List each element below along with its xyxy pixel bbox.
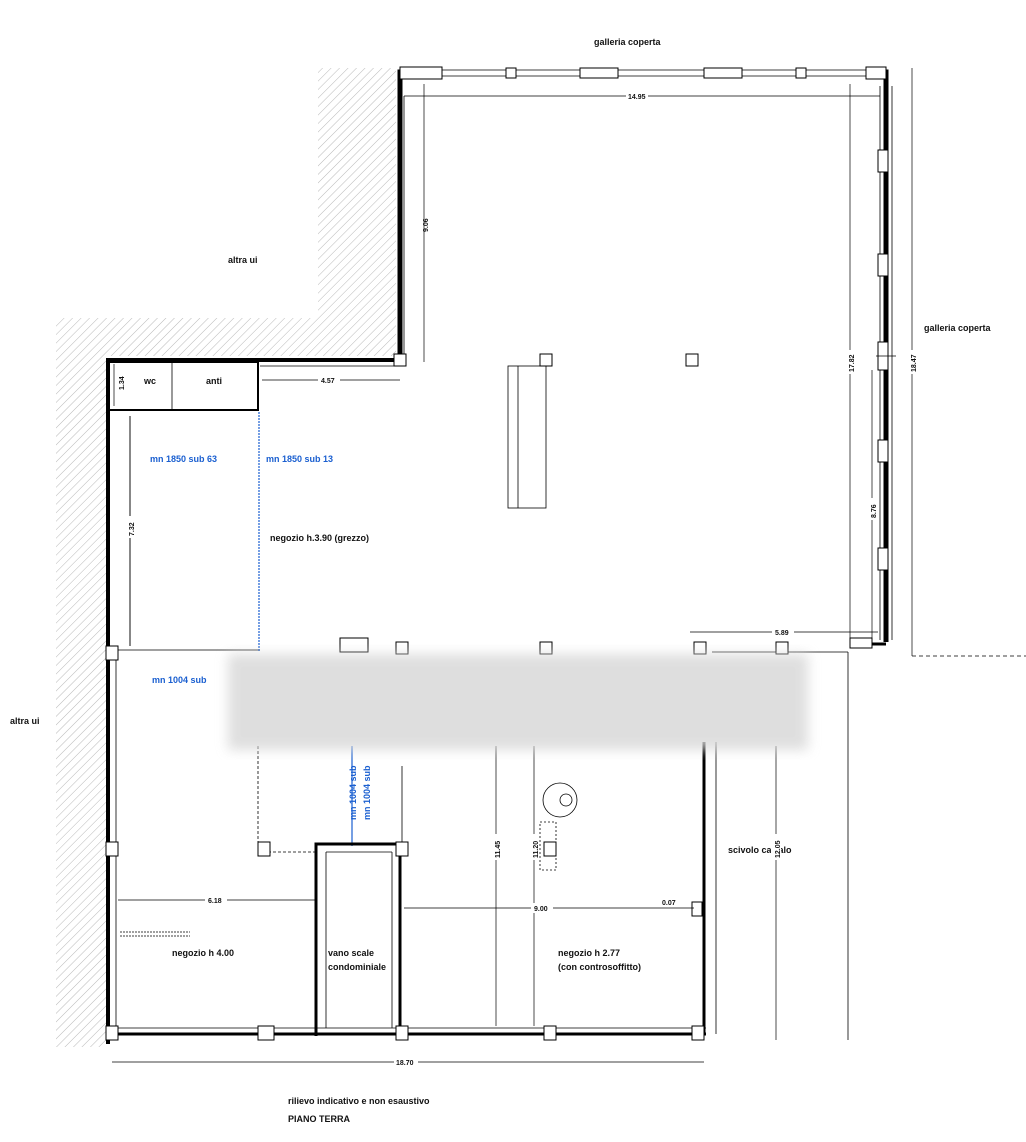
dim-9-06: 9.06 bbox=[423, 218, 430, 232]
dim-18-70: 18.70 bbox=[396, 1060, 414, 1067]
dimension-texts: 14.95 9.06 4.57 1.34 7.32 17.82 18.47 8.… bbox=[119, 90, 918, 1067]
label-footer-1: rilievo indicativo e non esaustivo bbox=[288, 1096, 430, 1106]
label-mn-1004-sub-v1: mn 1004 sub bbox=[348, 765, 358, 820]
corner-pillar bbox=[849, 637, 873, 649]
dim-1-34: 1.34 bbox=[119, 376, 126, 390]
dim-12-05: 12.05 bbox=[775, 840, 782, 858]
label-negozio-400: negozio h 4.00 bbox=[172, 948, 234, 958]
label-mn-sub13: mn 1850 sub 13 bbox=[266, 454, 333, 464]
label-negozio-grezzo: negozio h.3.90 (grezzo) bbox=[270, 533, 369, 543]
dim-17-82: 17.82 bbox=[849, 354, 856, 372]
label-altra-ui-left: altra ui bbox=[10, 716, 40, 726]
label-galleria-top: galleria coperta bbox=[594, 37, 662, 47]
dim-18-47: 18.47 bbox=[911, 354, 918, 372]
label-anti: anti bbox=[206, 376, 222, 386]
corner-pillar bbox=[399, 66, 443, 80]
label-galleria-right: galleria coperta bbox=[924, 323, 992, 333]
facade-windows bbox=[505, 67, 896, 571]
dimension-lines bbox=[112, 68, 1026, 1063]
dim-7-32: 7.32 bbox=[129, 522, 136, 536]
dim-0-07: 0.07 bbox=[662, 900, 676, 907]
label-vano-scale: vano scale bbox=[328, 948, 374, 958]
dim-9-00: 9.00 bbox=[534, 906, 548, 913]
label-mn-sub63: mn 1850 sub 63 bbox=[150, 454, 217, 464]
hatched-neighbor-area bbox=[56, 68, 396, 1047]
labels: galleria coperta galleria coperta altra … bbox=[10, 37, 992, 1124]
label-altra-ui-top: altra ui bbox=[228, 255, 258, 265]
label-footer-2: PIANO TERRA bbox=[288, 1114, 351, 1124]
label-wc: wc bbox=[143, 376, 156, 386]
dim-6-18: 6.18 bbox=[208, 898, 222, 905]
label-condominiale: condominiale bbox=[328, 962, 386, 972]
dim-8-76: 8.76 bbox=[871, 504, 878, 518]
label-mn-1004-sub-v2: mn 1004 sub bbox=[362, 765, 372, 820]
label-controsoffitto: (con controsoffitto) bbox=[558, 962, 641, 972]
label-scivolo: scivolo carralo bbox=[728, 845, 792, 855]
dim-14-95: 14.95 bbox=[628, 94, 646, 101]
dim-11-45: 11.45 bbox=[495, 841, 502, 858]
dim-4-57: 4.57 bbox=[321, 378, 335, 385]
corner-pillar bbox=[865, 66, 887, 80]
label-negozio-277: negozio h 2.77 bbox=[558, 948, 620, 958]
dim-5-89: 5.89 bbox=[775, 630, 789, 637]
dim-11-20: 11.20 bbox=[533, 841, 540, 858]
label-mn-1004-sub: mn 1004 sub bbox=[152, 675, 207, 685]
redacted-area bbox=[228, 654, 808, 750]
